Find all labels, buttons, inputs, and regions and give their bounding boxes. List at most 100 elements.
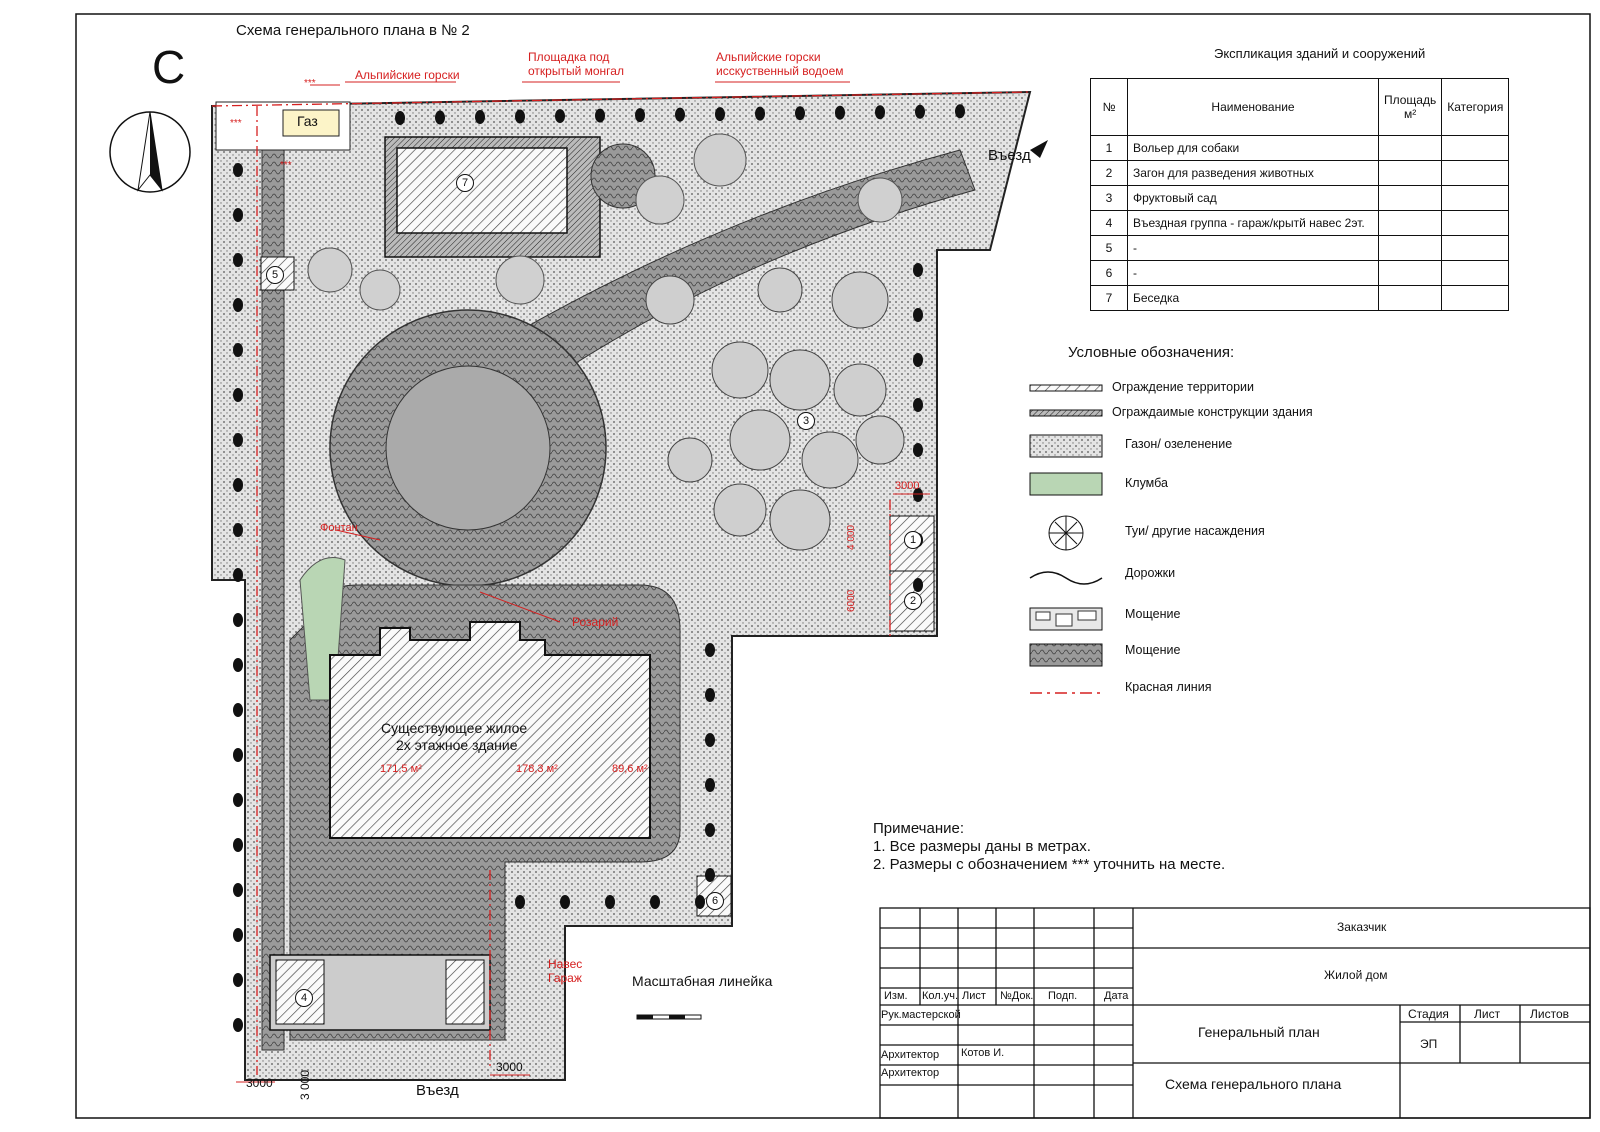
gas-box — [282, 109, 340, 137]
north-letter: С — [152, 41, 186, 93]
row-name: Фруктовый сад — [1127, 185, 1379, 211]
row-number: 1 — [1090, 135, 1128, 161]
row-area — [1377, 260, 1443, 286]
legend-label: Мощение — [1125, 643, 1181, 657]
stars-1: *** — [304, 78, 316, 89]
notes-title: Примечание: — [873, 820, 964, 837]
tb-col-header: №Док. — [1000, 990, 1034, 1002]
tree-dot — [875, 105, 885, 120]
row-name: - — [1127, 235, 1379, 261]
tree-dot — [635, 108, 645, 123]
tb-row-architect-1: Архитектор — [881, 1049, 940, 1061]
row-area — [1377, 235, 1443, 261]
tree-dot — [913, 263, 923, 277]
notes-line-2: 2. Размеры с обозначением *** уточнить н… — [873, 856, 1226, 873]
tb-col-header: Изм. — [884, 990, 908, 1002]
marker-2: 2 — [904, 592, 922, 610]
scale-label: Масштабная линейка — [632, 973, 773, 989]
north-arrow-fill — [150, 112, 162, 190]
entry-top-label: Въезд — [988, 147, 1031, 164]
path-wave-icon — [1029, 571, 1103, 585]
tree-dot — [705, 688, 715, 702]
col-area: Площадь м² — [1377, 78, 1443, 136]
row-area — [1377, 210, 1443, 236]
tree-dot — [233, 793, 243, 807]
row-name: - — [1127, 260, 1379, 286]
tree-dot — [675, 107, 685, 122]
tree-dot — [233, 703, 243, 717]
area-2-label: 178,3 м² — [516, 763, 558, 775]
gas-label: Газ — [297, 113, 318, 129]
hatched-line-icon — [1029, 384, 1103, 392]
scale-bar — [636, 1014, 702, 1020]
title-block — [879, 907, 1591, 1119]
tree-dot — [555, 109, 565, 124]
tree-dot — [515, 109, 525, 124]
tree-dots — [233, 104, 965, 1032]
tree-dot — [475, 110, 485, 125]
stars-3: *** — [280, 160, 292, 171]
col-category: Категория — [1441, 78, 1510, 136]
dim-3000-vert: 3 000 — [298, 1069, 312, 1100]
tree-dot — [913, 308, 923, 322]
tree-dot — [705, 823, 715, 837]
tree-dot — [233, 1018, 243, 1032]
explication-row: 6- — [1090, 260, 1510, 286]
tree-dot — [233, 433, 243, 447]
tb-object: Жилой дом — [1324, 968, 1388, 982]
legend-title: Условные обозначения: — [1068, 344, 1235, 361]
tree-dot — [233, 928, 243, 942]
area-3-label: 89,6 м² — [612, 763, 648, 775]
tree-dot — [915, 104, 925, 119]
central-circle — [385, 365, 551, 531]
row-category — [1441, 260, 1510, 286]
row-category — [1441, 210, 1510, 236]
marker-7: 7 — [456, 174, 474, 192]
tb-col-header: Подп. — [1048, 990, 1078, 1002]
tree-dot — [233, 298, 243, 312]
tb-col-header: Дата — [1104, 990, 1129, 1002]
tree-dot — [705, 733, 715, 747]
red-leaders — [236, 81, 930, 1083]
lawn-shrubs — [307, 133, 903, 311]
row-number: 4 — [1090, 210, 1128, 236]
col-no: № — [1090, 78, 1128, 136]
tree-dot — [233, 658, 243, 672]
explication-row: 5- — [1090, 235, 1510, 261]
entry-bottom-label: Въезд — [416, 1082, 459, 1099]
tree-dot — [233, 883, 243, 897]
tb-col-header: Кол.уч. — [922, 990, 959, 1002]
garage-room — [275, 959, 325, 1025]
marker-6: 6 — [706, 892, 724, 910]
col-name: Наименование — [1127, 78, 1379, 136]
tb-row-head: Рук.мастерской — [881, 1009, 961, 1021]
row-name: Загон для разведения животных — [1127, 160, 1379, 186]
notes-line-1: 1. Все размеры даны в метрах. — [873, 838, 1091, 855]
canopy-garage-label: Навес Гараж — [548, 957, 583, 985]
tree-dot — [913, 488, 923, 502]
tree-dot — [913, 353, 923, 367]
driveway — [469, 149, 976, 401]
tree-dot — [233, 973, 243, 987]
marker-4: 4 — [295, 989, 313, 1007]
legend-label: Дорожки — [1125, 566, 1176, 580]
entry-top-arrow-icon — [1030, 140, 1048, 158]
tb-sheet-label: Лист — [1474, 1007, 1501, 1021]
row-number: 7 — [1090, 285, 1128, 311]
tree-dot — [233, 568, 243, 582]
tree-dot — [705, 868, 715, 882]
tree-dot — [705, 778, 715, 792]
gazebo-building — [396, 147, 568, 234]
marker-1: 1 — [904, 531, 922, 549]
tree-dot — [233, 613, 243, 627]
tree-dot — [233, 208, 243, 222]
tree-dot — [515, 895, 525, 909]
